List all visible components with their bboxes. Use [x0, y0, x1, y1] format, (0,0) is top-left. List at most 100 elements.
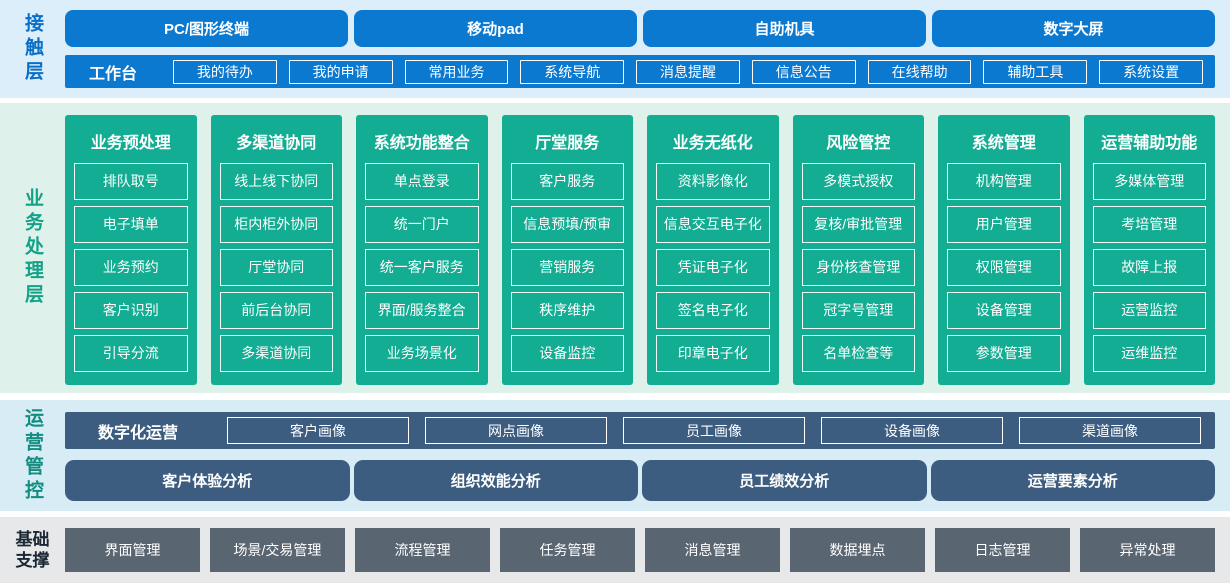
business-item: 资料影像化: [656, 163, 770, 200]
column-hall-service: 厅堂服务 客户服务 信息预填/预审 营销服务 秩序维护 设备监控: [501, 115, 633, 385]
business-item: 故障上报: [1092, 249, 1206, 286]
workbench-item-aux-tools: 辅助工具: [983, 59, 1088, 84]
column-multi-channel: 多渠道协同 线上线下协同 柜内柜外协同 厅堂协同 前后台协同 多渠道协同: [210, 115, 342, 385]
business-item: 秩序维护: [510, 292, 624, 329]
business-layer-label: 业务处理层: [22, 188, 43, 308]
terminal-mobile-pad: 移动pad: [354, 10, 637, 47]
business-item: 统一客户服务: [365, 249, 479, 286]
contact-layer-content: PC/图形终端 移动pad 自助机具 数字大屏 工作台 我的待办 我的申请 常用…: [65, 0, 1230, 98]
business-item: 电子填单: [74, 206, 188, 243]
workbench-item-announcements: 信息公告: [751, 59, 856, 84]
business-item: 多模式授权: [801, 163, 915, 200]
business-item: 名单检查等: [801, 335, 915, 372]
analysis-row: 客户体验分析 组织效能分析 员工绩效分析 运营要素分析: [65, 460, 1215, 501]
analysis-employee-performance: 员工绩效分析: [642, 460, 927, 501]
digital-operations-label: 数字化运营: [97, 424, 178, 442]
terminal-pc: PC/图形终端: [65, 10, 348, 47]
digital-operations-bar: 数字化运营 客户画像 网点画像 员工画像 设备画像 渠道画像: [65, 412, 1215, 449]
foundation-log-management: 日志管理: [935, 528, 1070, 572]
analysis-customer-experience: 客户体验分析: [65, 460, 350, 501]
analysis-org-efficiency: 组织效能分析: [353, 460, 638, 501]
operations-layer-label: 运营管控: [22, 407, 43, 504]
portrait-employee: 员工画像: [623, 417, 805, 444]
column-pre-processing: 业务预处理 排队取号 电子填单 业务预约 客户识别 引导分流: [65, 115, 197, 385]
business-item: 用户管理: [947, 206, 1061, 243]
workbench-item-system-settings: 系统设置: [1099, 59, 1204, 84]
column-system-management: 系统管理 机构管理 用户管理 权限管理 设备管理 参数管理: [938, 115, 1070, 385]
business-item: 运维监控: [1092, 335, 1206, 372]
foundation-data-tracking: 数据埋点: [790, 528, 925, 572]
business-item: 参数管理: [947, 335, 1061, 372]
business-item: 排队取号: [74, 163, 188, 200]
foundation-layer-gutter: 基础支撑: [0, 517, 65, 583]
business-item: 多媒体管理: [1092, 163, 1206, 200]
business-item: 身份核查管理: [801, 249, 915, 286]
business-layer-content: 业务预处理 排队取号 电子填单 业务预约 客户识别 引导分流 多渠道协同 线上线…: [65, 103, 1230, 393]
business-item: 多渠道协同: [219, 335, 333, 372]
business-item: 信息交互电子化: [656, 206, 770, 243]
business-item: 客户服务: [510, 163, 624, 200]
foundation-ui-management: 界面管理: [65, 528, 200, 572]
business-item: 业务场景化: [365, 335, 479, 372]
business-item: 运营监控: [1092, 292, 1206, 329]
business-columns: 业务预处理 排队取号 电子填单 业务预约 客户识别 引导分流 多渠道协同 线上线…: [65, 103, 1215, 385]
foundation-layer-band: 基础支撑 界面管理 场景/交易管理 流程管理 任务管理 消息管理 数据埋点 日志…: [0, 517, 1230, 583]
foundation-task-management: 任务管理: [500, 528, 635, 572]
portrait-customer: 客户画像: [227, 417, 409, 444]
workbench-label: 工作台: [88, 65, 137, 83]
foundation-message-management: 消息管理: [645, 528, 780, 572]
business-item: 权限管理: [947, 249, 1061, 286]
business-item: 信息预填/预审: [510, 206, 624, 243]
portrait-branch: 网点画像: [425, 417, 607, 444]
business-item: 柜内柜外协同: [219, 206, 333, 243]
analysis-operation-elements: 运营要素分析: [930, 460, 1215, 501]
business-item: 前后台协同: [219, 292, 333, 329]
business-item: 签名电子化: [656, 292, 770, 329]
column-risk-control: 风险管控 多模式授权 复核/审批管理 身份核查管理 冠字号管理 名单检查等: [792, 115, 924, 385]
workbench-bar: 工作台 我的待办 我的申请 常用业务 系统导航 消息提醒 信息公告 在线帮助 辅…: [65, 55, 1215, 88]
business-item: 冠字号管理: [801, 292, 915, 329]
column-title: 厅堂服务: [535, 135, 600, 152]
business-layer-gutter: 业务处理层: [0, 103, 65, 393]
foundation-layer-content: 界面管理 场景/交易管理 流程管理 任务管理 消息管理 数据埋点 日志管理 异常…: [65, 517, 1230, 583]
portrait-device: 设备画像: [821, 417, 1003, 444]
business-item: 引导分流: [74, 335, 188, 372]
column-paperless: 业务无纸化 资料影像化 信息交互电子化 凭证电子化 签名电子化 印章电子化: [647, 115, 779, 385]
terminal-self-service: 自助机具: [643, 10, 926, 47]
workbench-item-reminders: 消息提醒: [636, 59, 740, 84]
terminal-digital-screen: 数字大屏: [932, 10, 1215, 47]
workbench-item-navigation: 系统导航: [520, 59, 625, 84]
column-title: 多渠道协同: [236, 135, 317, 152]
workbench-item-todo: 我的待办: [173, 59, 277, 84]
business-item: 客户识别: [74, 292, 188, 329]
contact-layer-gutter: 接触层: [0, 0, 65, 98]
operations-layer-gutter: 运营管控: [0, 400, 65, 511]
operations-layer-content: 数字化运营 客户画像 网点画像 员工画像 设备画像 渠道画像 客户体验分析 组织…: [65, 400, 1230, 511]
business-item: 厅堂协同: [219, 249, 333, 286]
foundation-process-management: 流程管理: [355, 528, 490, 572]
business-layer-band: 业务处理层 业务预处理 排队取号 电子填单 业务预约 客户识别 引导分流 多渠道…: [0, 103, 1230, 393]
column-title: 业务预处理: [90, 135, 171, 152]
business-item: 设备监控: [510, 335, 624, 372]
contact-layer-band: 接触层 PC/图形终端 移动pad 自助机具 数字大屏 工作台 我的待办 我的申…: [0, 0, 1230, 98]
column-title: 业务无纸化: [672, 135, 753, 152]
column-operation-aux: 运营辅助功能 多媒体管理 考培管理 故障上报 运营监控 运维监控: [1083, 115, 1215, 385]
business-item: 凭证电子化: [656, 249, 770, 286]
foundation-exception-handling: 异常处理: [1080, 528, 1215, 572]
operations-layer-band: 运营管控 数字化运营 客户画像 网点画像 员工画像 设备画像 渠道画像 客户体验…: [0, 400, 1230, 511]
workbench-item-applications: 我的申请: [288, 59, 393, 84]
terminal-row: PC/图形终端 移动pad 自助机具 数字大屏: [65, 0, 1215, 47]
business-item: 界面/服务整合: [365, 292, 479, 329]
foundation-scene-transaction: 场景/交易管理: [210, 528, 345, 572]
business-item: 复核/审批管理: [801, 206, 915, 243]
portrait-channel: 渠道画像: [1019, 417, 1201, 444]
business-item: 考培管理: [1092, 206, 1206, 243]
workbench-item-online-help: 在线帮助: [867, 59, 972, 84]
business-item: 业务预约: [74, 249, 188, 286]
column-title: 风险管控: [826, 135, 891, 152]
business-item: 机构管理: [947, 163, 1061, 200]
column-title: 运营辅助功能: [1101, 135, 1198, 152]
foundation-layer-label: 基础支撑: [15, 529, 50, 570]
business-item: 设备管理: [947, 292, 1061, 329]
